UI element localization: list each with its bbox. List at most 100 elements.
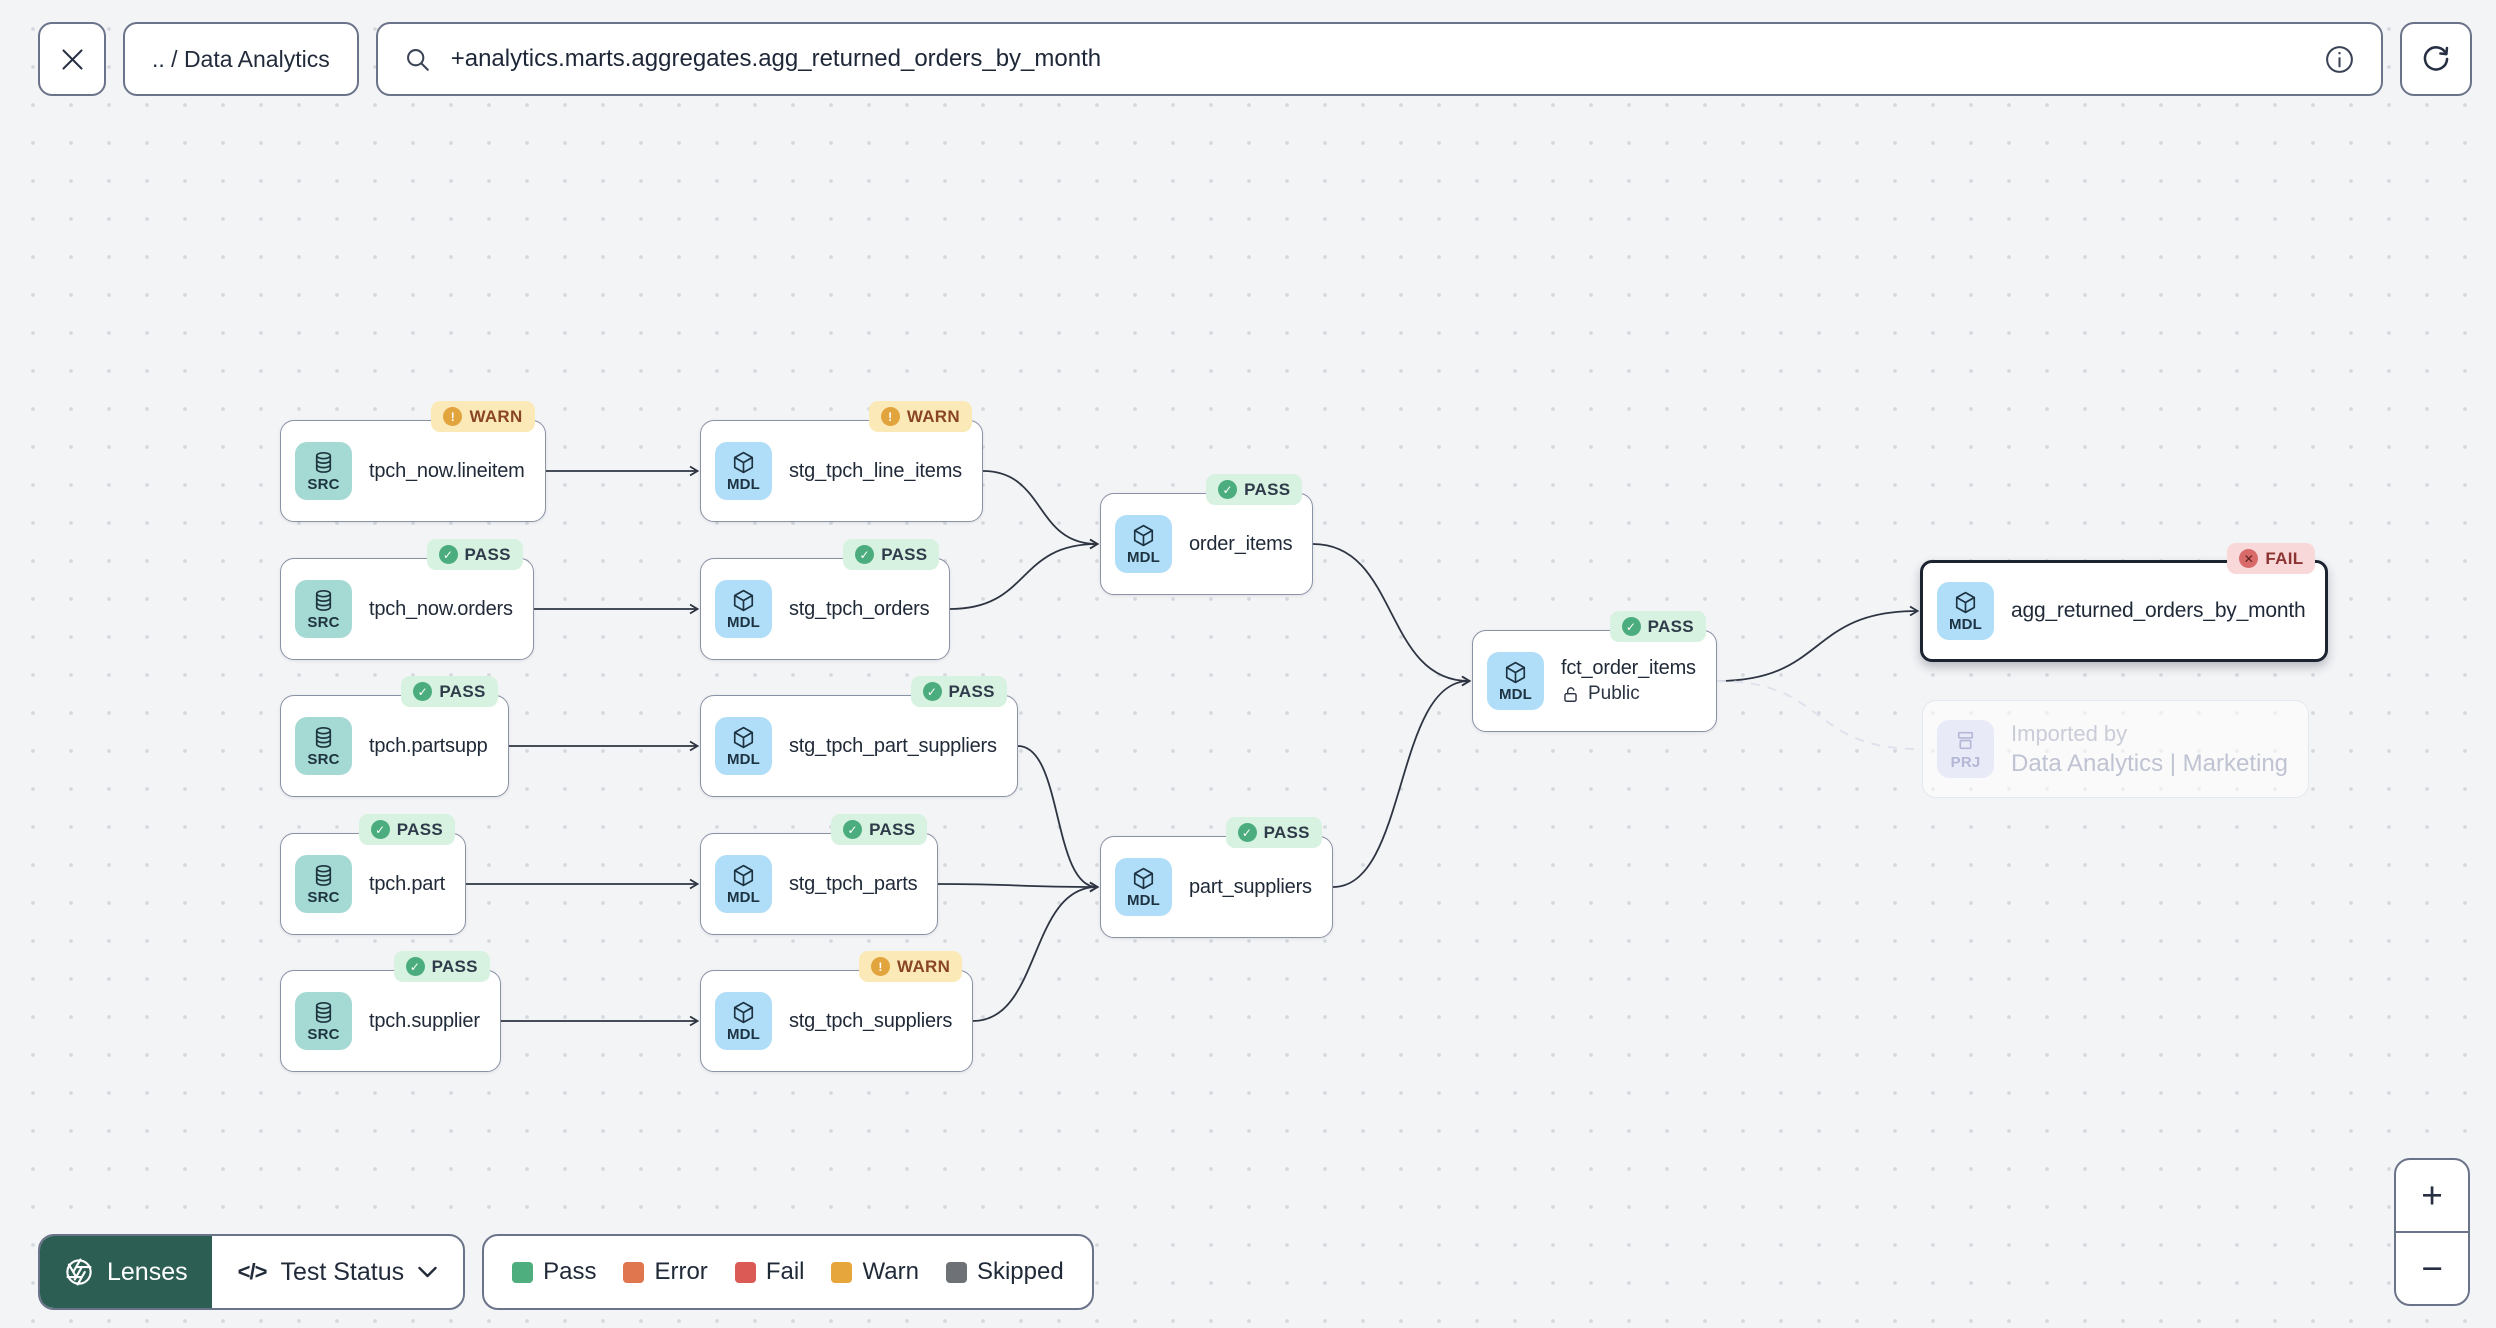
archive-icon [1957, 731, 1974, 749]
close-icon [61, 48, 83, 70]
status-dot-icon: ✕ [2239, 549, 2259, 568]
status-label: PASS [948, 681, 995, 701]
status-label: PASS [881, 544, 928, 564]
cube-icon [733, 451, 754, 473]
legend-label: Warn [862, 1258, 919, 1285]
node-label: stg_tpch_parts [789, 872, 918, 895]
node-labels: tpch_now.orders [369, 598, 513, 621]
database-icon [315, 589, 332, 611]
edge-stg_tpch_orders-order_items [949, 538, 1100, 610]
edge-stg_tpch_suppliers-part_suppliers [972, 881, 1100, 1022]
node-type-label: SRC [307, 475, 340, 493]
node-type-label: MDL [1498, 685, 1533, 703]
zoom-in-button[interactable]: + [2396, 1160, 2468, 1233]
node-label: fct_order_items [1561, 657, 1696, 679]
search-icon [406, 48, 429, 71]
edge-fct_order_items-imported_by [1716, 680, 1920, 750]
cube-icon [733, 864, 754, 886]
close-button[interactable] [38, 22, 106, 96]
chevron-down-icon [418, 1266, 437, 1278]
zoom-out-button[interactable]: − [2396, 1233, 2468, 1304]
node-access-label: Public [1561, 683, 1696, 705]
search-input[interactable] [448, 44, 2306, 74]
node-labels: tpch_now.lineitem [369, 460, 525, 483]
legend-item-skipped: Skipped [945, 1258, 1064, 1286]
status-dot-icon: ✓ [438, 545, 458, 564]
node-labels: tpch.part [369, 873, 445, 896]
node-type-label: MDL [1126, 548, 1161, 566]
legend-swatch [623, 1261, 645, 1283]
node-labels: stg_tpch_line_items [789, 460, 962, 483]
breadcrumb[interactable]: .. / Data Analytics [123, 22, 359, 96]
status-badge: ✓ PASS [426, 539, 523, 570]
node-label: tpch.partsupp [369, 734, 488, 757]
legend-item-fail: Fail [734, 1258, 804, 1286]
minus-icon: − [2421, 1247, 2443, 1289]
lock-open-icon [1564, 686, 1577, 702]
node-type-chip: MDL [715, 442, 772, 500]
legend-label: Error [654, 1258, 708, 1285]
status-badge: ✕FAIL [2227, 543, 2316, 574]
status-label: WARN [469, 406, 523, 426]
code-icon: </> [237, 1259, 268, 1284]
node-type-label: SRC [307, 1025, 340, 1043]
info-icon[interactable] [2323, 43, 2356, 76]
cube-icon [1955, 591, 1976, 613]
node-type-label: MDL [726, 613, 761, 631]
lenses-label: Lenses [107, 1257, 188, 1286]
search-bar[interactable] [375, 22, 2383, 96]
cube-icon [733, 1001, 754, 1023]
refresh-icon [2423, 46, 2449, 71]
refresh-button[interactable] [2400, 22, 2472, 96]
node-type-chip: MDL [715, 580, 772, 638]
status-label: PASS [464, 544, 511, 564]
lens-selector[interactable]: </> Test Status [212, 1236, 463, 1308]
status-badge: ✓PASS [910, 676, 1007, 707]
node-label: agg_returned_orders_by_month [2011, 599, 2306, 622]
node-label: Data Analytics | Marketing [2011, 749, 2289, 777]
cube-icon [733, 589, 754, 611]
node-labels: stg_tpch_orders [789, 598, 930, 621]
node-label: tpch.part [369, 872, 446, 895]
status-dot-icon: ✓ [370, 820, 390, 839]
edge-stg_tpch_parts-part_suppliers [937, 881, 1100, 893]
node-labels: part_suppliers [1189, 876, 1312, 899]
status-label: PASS [869, 819, 916, 839]
node-type-label: MDL [726, 475, 761, 493]
node-labels: stg_tpch_suppliers [789, 1010, 952, 1033]
lenses-button[interactable]: Lenses [40, 1236, 212, 1308]
node-type-chip: MDL [1115, 515, 1172, 573]
graph-node-order_items[interactable]: ✓PASS MDL order_items [1100, 474, 1314, 595]
node-label: order_items [1189, 532, 1293, 555]
legend-label: Pass [543, 1258, 597, 1285]
edge-order_items-fct_order_items [1312, 543, 1472, 687]
legend-swatch [734, 1261, 756, 1283]
edge-stg_tpch_part_suppliers-part_suppliers [1017, 745, 1100, 893]
zoom-controls: + − [2394, 1158, 2470, 1306]
node-type-label: MDL [726, 888, 761, 906]
cube-icon [1133, 524, 1154, 546]
status-badge: ✓PASS [1206, 474, 1303, 505]
node-type-chip: MDL [1115, 858, 1172, 916]
node-type-chip: PRJ [1937, 720, 1994, 778]
legend-item-pass: Pass [512, 1258, 596, 1286]
status-badge: ✓ PASS [358, 814, 456, 845]
legend-label: Skipped [976, 1258, 1064, 1285]
status-label: PASS [439, 681, 486, 701]
status-label: PASS [396, 819, 444, 839]
